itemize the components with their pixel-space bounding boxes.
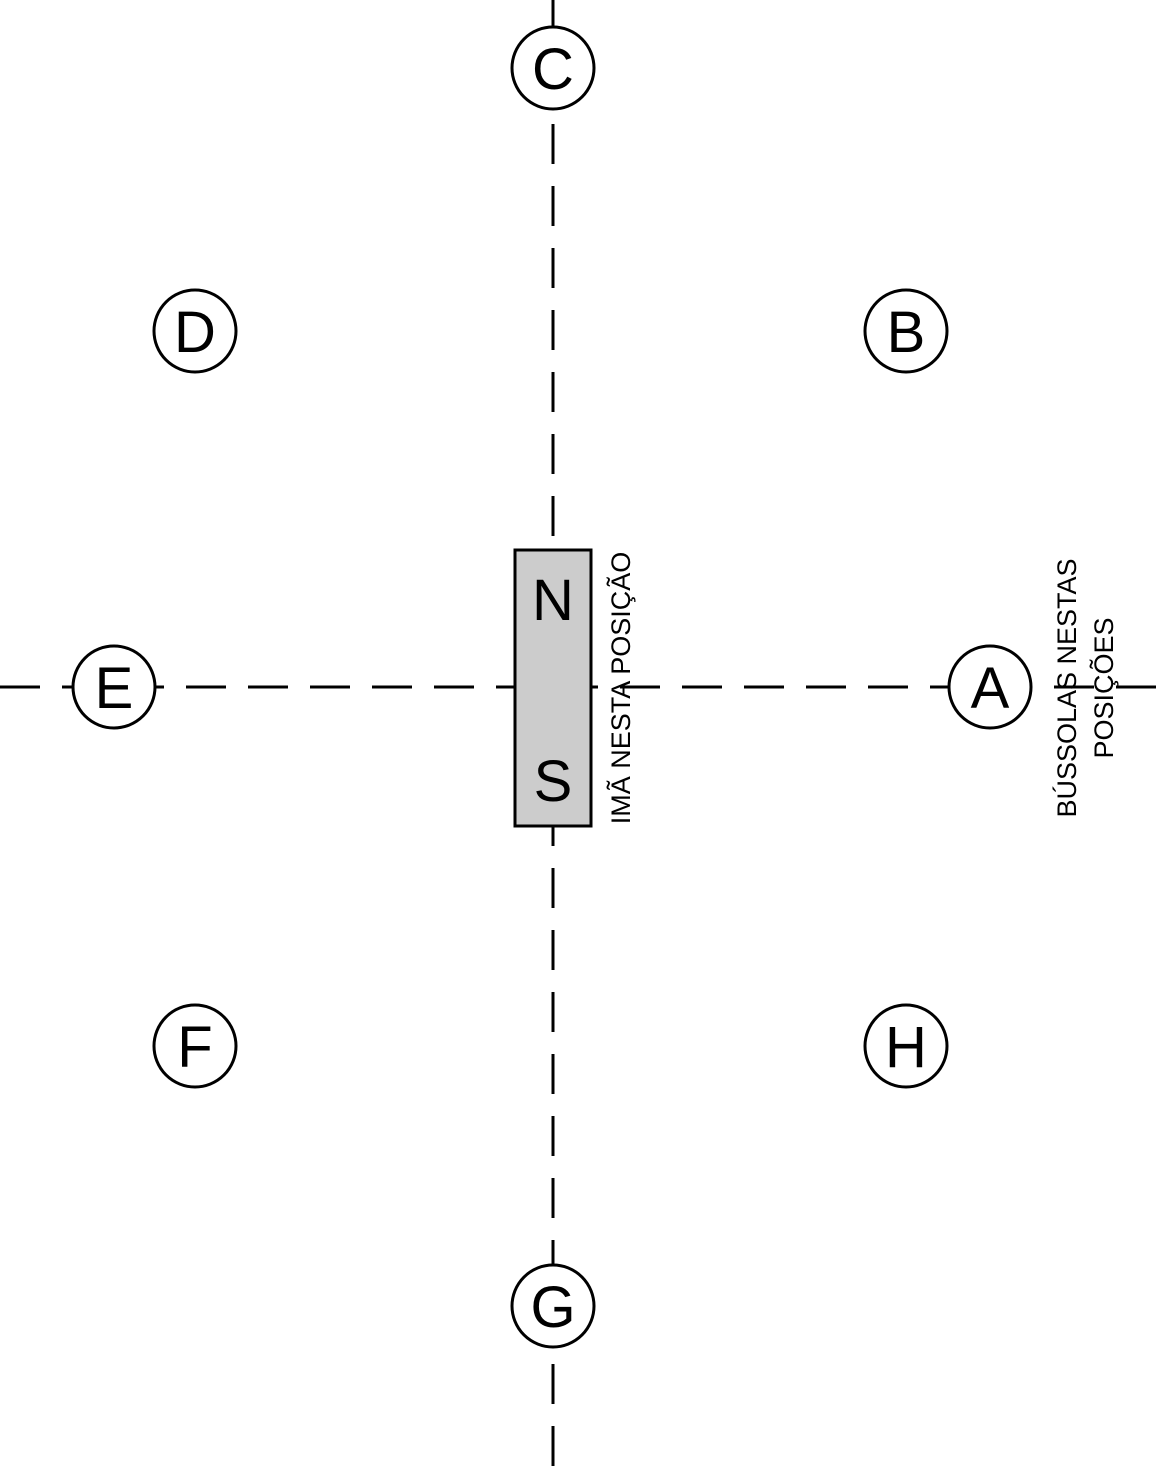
compass-label-c: C [532,37,574,102]
compass-label-d: D [174,300,216,365]
compass-position-c: C [510,25,596,111]
compass-positions-caption-line2: POSIÇÕES [1088,617,1119,758]
compass-position-g: G [510,1263,596,1349]
magnet-south-label: S [534,749,573,814]
compass-position-h: H [863,1003,949,1089]
magnet-position-caption: IMÃ NESTA POSIÇÃO [605,552,636,825]
magnet-body [513,548,593,828]
compass-label-e: E [95,656,134,721]
compass-positions-caption-line1: BÚSSOLAS NESTAS [1051,558,1082,817]
compass-position-a: A [947,644,1033,730]
magnet-north-label: N [532,568,574,633]
compass-position-e: E [71,644,157,730]
compass-position-b: B [863,288,949,374]
compass-label-f: F [177,1015,212,1080]
compass-position-f: F [152,1003,238,1089]
compass-label-g: G [530,1275,575,1340]
bar-magnet: N S [513,548,593,828]
compass-label-h: H [885,1015,927,1080]
compass-label-a: A [971,656,1010,721]
compass-position-d: D [152,288,238,374]
compass-label-b: B [887,300,926,365]
